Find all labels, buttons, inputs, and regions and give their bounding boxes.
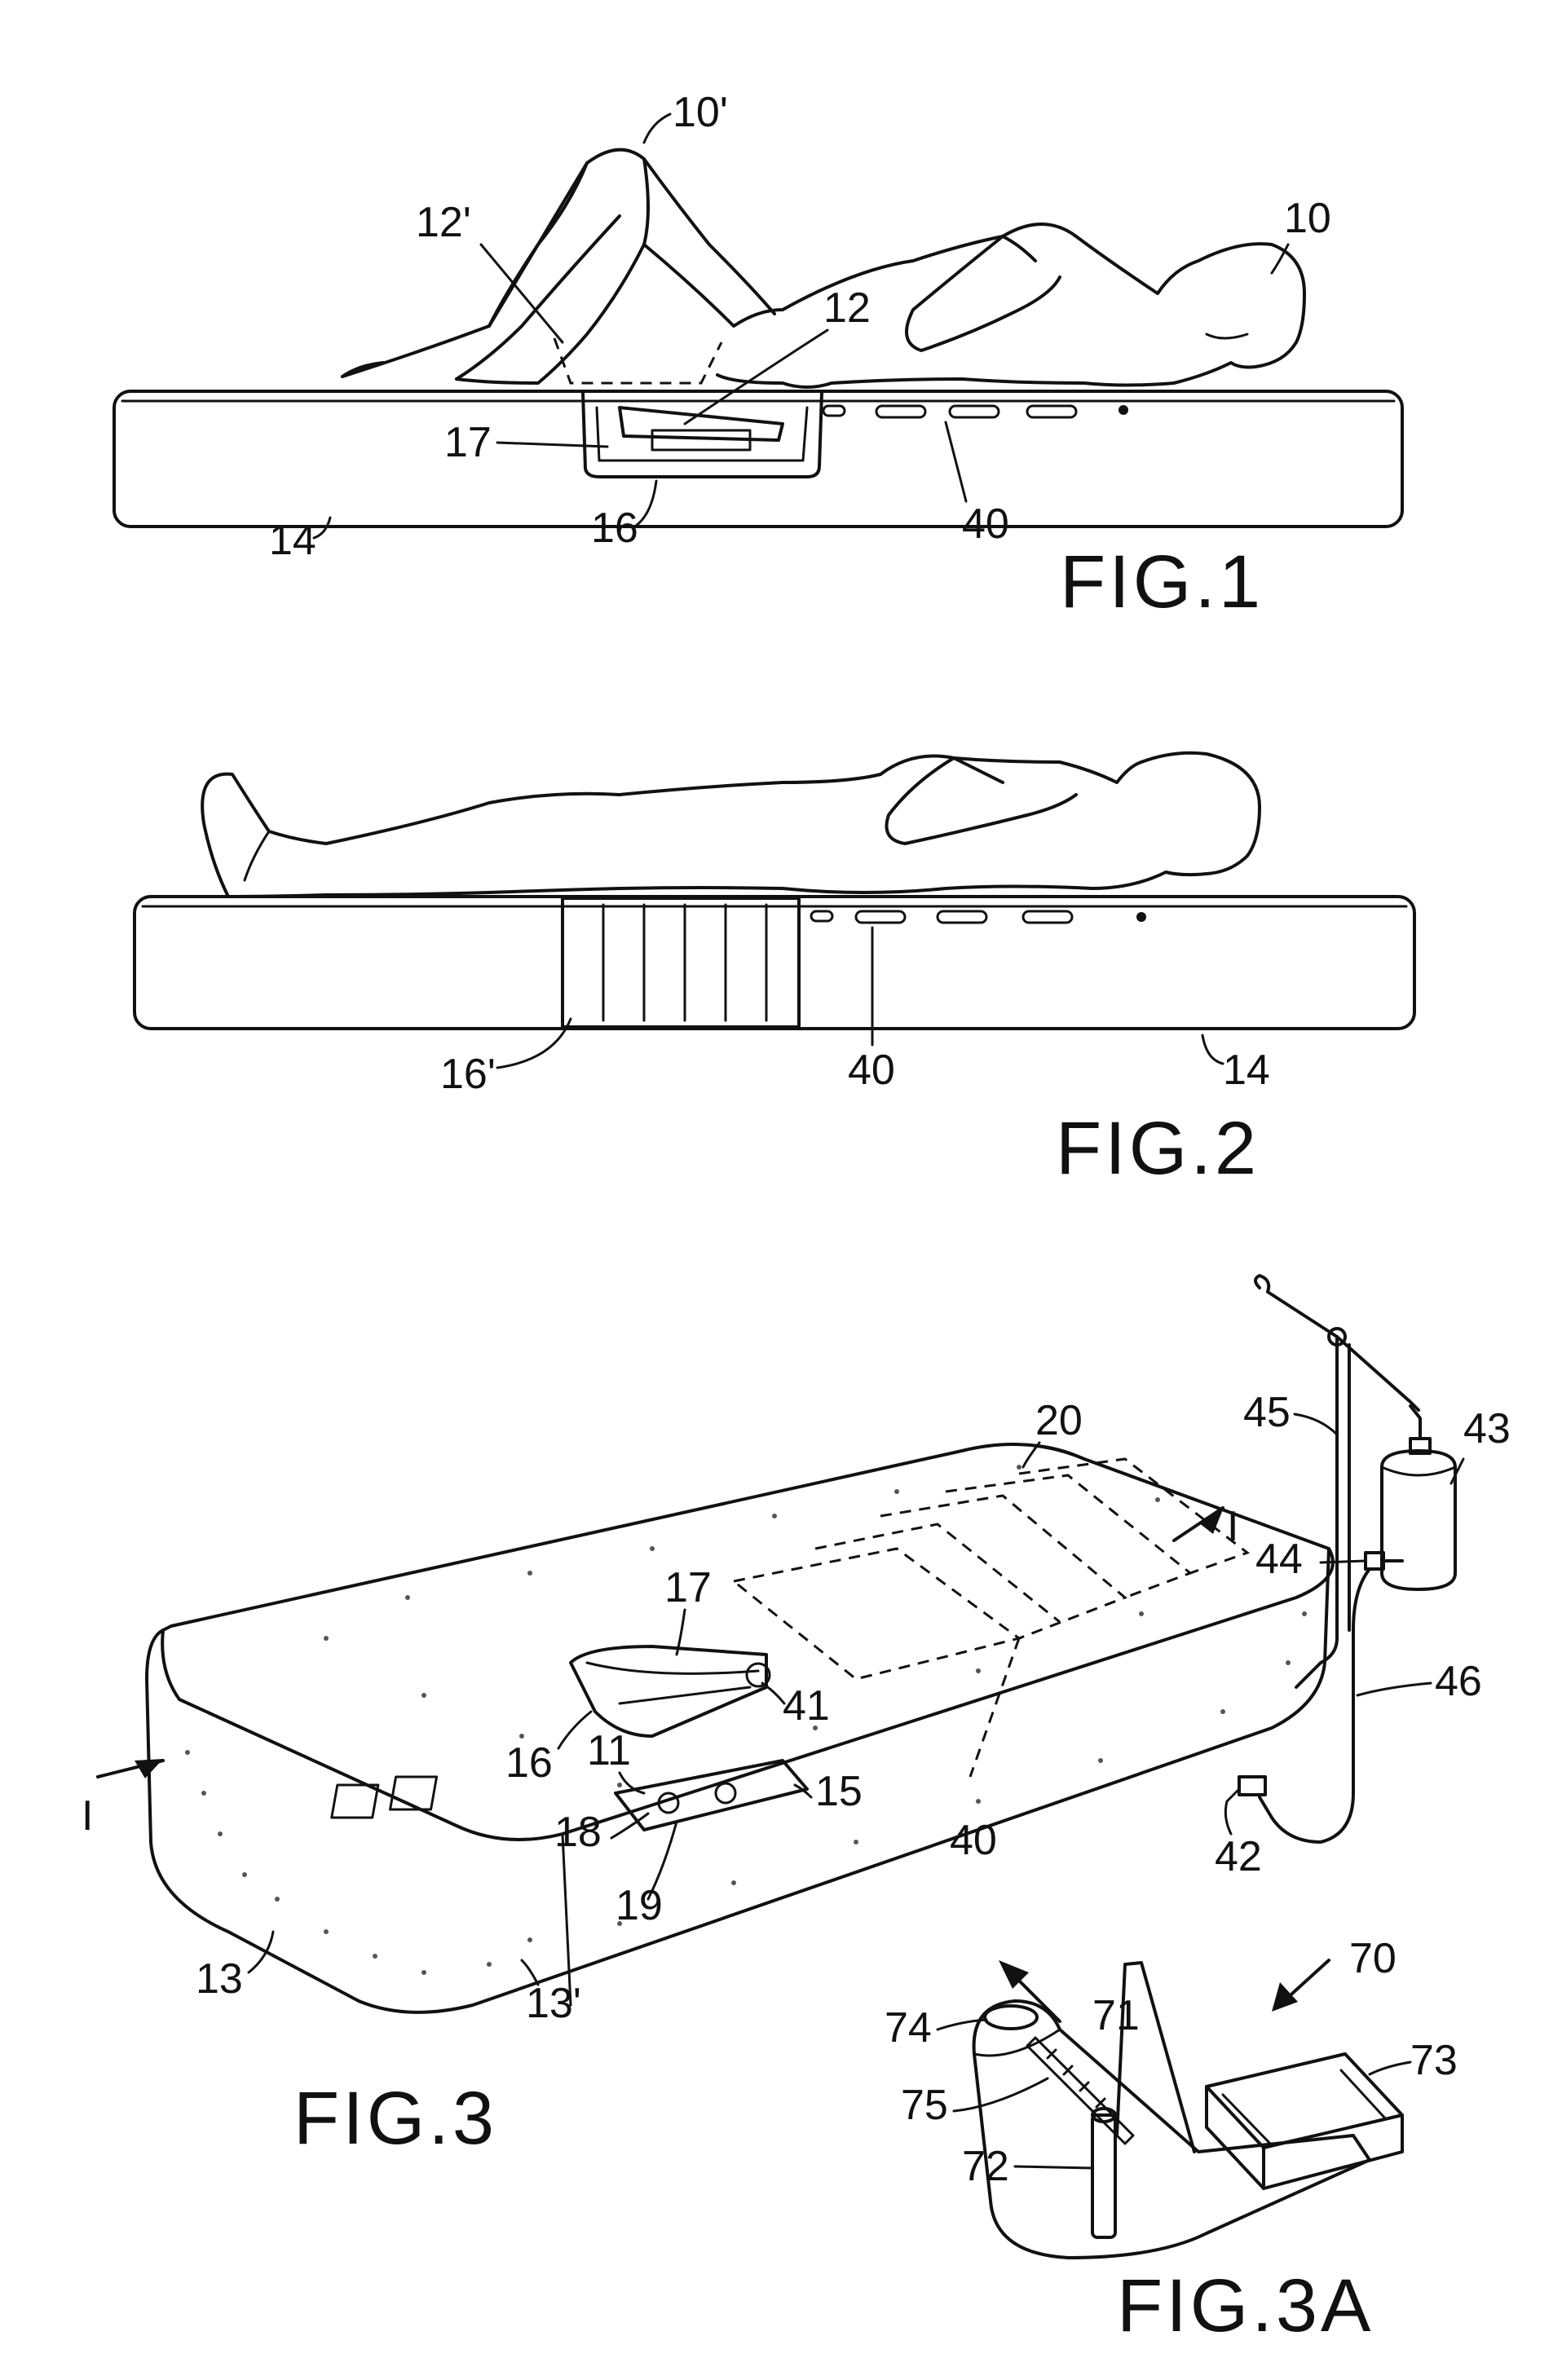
fig1-title: FIG.1 [1060, 540, 1264, 624]
fig3-mattress-front [147, 1549, 1329, 2012]
fig1-cavity [583, 393, 822, 477]
fig2-label-40: 40 [848, 1047, 895, 1094]
fig1-label-40: 40 [962, 500, 1009, 548]
fig3-pan-opening [571, 1646, 770, 1736]
fig2-openings [811, 911, 1146, 923]
fig3-label-43: 43 [1463, 1405, 1511, 1452]
fig3a-label-71: 71 [1092, 1992, 1140, 2039]
fig2-label-14: 14 [1223, 1047, 1270, 1094]
fig3-label-17: 17 [664, 1564, 712, 1611]
fig1-label-14: 14 [269, 517, 316, 564]
fig3-mattress-top [162, 1444, 1333, 1840]
fig1-label-10: 10 [1284, 195, 1331, 242]
fig3a-title: FIG.3A [1117, 2264, 1374, 2347]
fig2-group: 16' 40 14 FIG.2 [135, 753, 1414, 1190]
fig3a-handle [1092, 2109, 1115, 2237]
fig1-mattress [114, 391, 1402, 527]
fig2-label-16prime: 16' [440, 1051, 496, 1098]
fig3-label-19: 19 [616, 1882, 663, 1929]
fig3-label-13: 13 [196, 1955, 243, 2003]
fig1-label-12: 12 [823, 284, 871, 332]
fig3-label-20: 20 [1035, 1397, 1083, 1444]
fig3a-tray [1207, 2054, 1402, 2188]
fig1-label-12prime: 12' [416, 199, 471, 246]
fig3-label-16: 16 [505, 1739, 553, 1787]
fig3-label-11: 11 [587, 1727, 631, 1774]
fig3a-label-74: 74 [885, 2004, 932, 2052]
fig3-title: FIG.3 [293, 2077, 497, 2160]
fig3-label-46: 46 [1435, 1658, 1482, 1705]
fig2-mattress [135, 897, 1414, 1029]
fig3-label-I-right: I [1227, 1503, 1238, 1550]
fig1-patient [342, 150, 1304, 387]
fig3a-label-75: 75 [901, 2082, 948, 2129]
fig3-label-13prime: 13' [526, 1980, 581, 2027]
fig3-group: 20 43 45 44 46 I I 17 41 16 11 15 18 19 … [82, 1276, 1511, 2160]
fig1-label-10prime: 10' [673, 89, 728, 136]
fig3-label-45: 45 [1243, 1389, 1291, 1436]
fig1-label-16: 16 [591, 505, 638, 552]
fig3a-label-70: 70 [1349, 1935, 1397, 1982]
fig3-label-44: 44 [1255, 1536, 1303, 1583]
fig2-title: FIG.2 [1056, 1107, 1260, 1190]
fig3a-group: 70 74 71 75 72 73 FIG.3A [885, 1935, 1458, 2347]
fig3-label-I-left: I [82, 1792, 93, 1840]
fig1-group: 10' 10 12' 12 17 16 14 40 FIG.1 [114, 89, 1402, 624]
fig2-insert [563, 898, 799, 1027]
fig3a-post [1117, 1963, 1194, 2152]
fig3-hose [1260, 1569, 1370, 1842]
fig3-stipple [185, 1465, 1307, 1975]
fig3a-label-73: 73 [1410, 2037, 1458, 2084]
fig3a-label-72: 72 [962, 2143, 1009, 2190]
fig3-label-42: 42 [1215, 1833, 1262, 1880]
fig1-openings [823, 405, 1128, 417]
fig3-label-40: 40 [950, 1817, 997, 1864]
fig3-label-18: 18 [554, 1809, 602, 1856]
fig1-label-17: 17 [444, 419, 492, 466]
fig3-label-41: 41 [783, 1682, 830, 1730]
fig2-patient [202, 753, 1260, 897]
fig3-label-15: 15 [815, 1768, 863, 1815]
